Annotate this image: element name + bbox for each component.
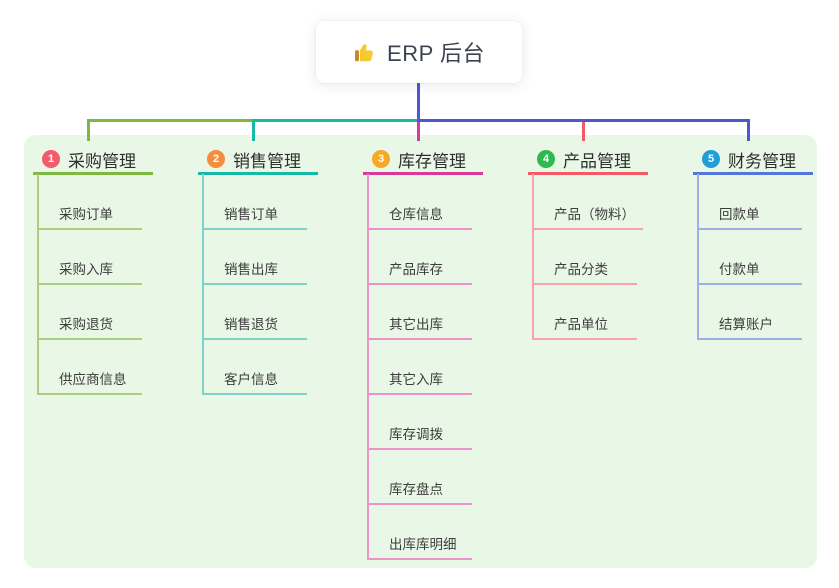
root-node[interactable]: ERP 后台 — [316, 21, 522, 83]
child-node[interactable]: 结算账户 — [698, 316, 802, 340]
branch-header-5[interactable]: 5 财务管理 — [693, 147, 796, 171]
child-node[interactable]: 产品单位 — [533, 316, 637, 340]
branch-header-4[interactable]: 4 产品管理 — [528, 147, 631, 171]
child-node[interactable]: 销售订单 — [203, 206, 307, 230]
branch-number-badge: 3 — [372, 150, 390, 168]
branch-header-3[interactable]: 3 库存管理 — [363, 147, 466, 171]
child-node[interactable]: 采购订单 — [38, 206, 142, 230]
child-node[interactable]: 采购入库 — [38, 261, 142, 285]
branch-spine-line — [532, 174, 534, 340]
child-node[interactable]: 其它入库 — [368, 371, 472, 395]
branch-label: 库存管理 — [398, 151, 466, 171]
child-node[interactable]: 产品分类 — [533, 261, 637, 285]
child-node[interactable]: 回款单 — [698, 206, 802, 230]
branch-number-badge: 2 — [207, 150, 225, 168]
child-node[interactable]: 客户信息 — [203, 371, 307, 395]
branch-underline — [198, 172, 318, 175]
branch-underline — [693, 172, 813, 175]
child-node[interactable]: 库存盘点 — [368, 481, 472, 505]
branch-number-badge: 5 — [702, 150, 720, 168]
branch-spine-line — [697, 174, 699, 340]
child-node[interactable]: 付款单 — [698, 261, 802, 285]
branches-panel — [24, 135, 817, 568]
branch-label: 采购管理 — [68, 151, 136, 171]
child-node[interactable]: 出库库明细 — [368, 536, 472, 560]
child-node[interactable]: 销售出库 — [203, 261, 307, 285]
branch-label: 销售管理 — [233, 151, 301, 171]
thumbs-up-icon — [353, 40, 377, 64]
child-node[interactable]: 销售退货 — [203, 316, 307, 340]
branch-number-badge: 4 — [537, 150, 555, 168]
child-node[interactable]: 仓库信息 — [368, 206, 472, 230]
branch-number-badge: 1 — [42, 150, 60, 168]
child-node[interactable]: 产品（物料） — [533, 206, 643, 230]
child-node[interactable]: 库存调拨 — [368, 426, 472, 450]
branch-underline — [363, 172, 483, 175]
child-node[interactable]: 其它出库 — [368, 316, 472, 340]
branch-spine-line — [367, 174, 369, 560]
root-title: ERP 后台 — [387, 41, 485, 66]
child-node[interactable]: 供应商信息 — [38, 371, 142, 395]
branch-underline — [33, 172, 153, 175]
branch-underline — [528, 172, 648, 175]
branch-label: 财务管理 — [728, 151, 796, 171]
branch-header-2[interactable]: 2 销售管理 — [198, 147, 301, 171]
child-node[interactable]: 产品库存 — [368, 261, 472, 285]
child-node[interactable]: 采购退货 — [38, 316, 142, 340]
branch-header-1[interactable]: 1 采购管理 — [33, 147, 136, 171]
branch-label: 产品管理 — [563, 151, 631, 171]
